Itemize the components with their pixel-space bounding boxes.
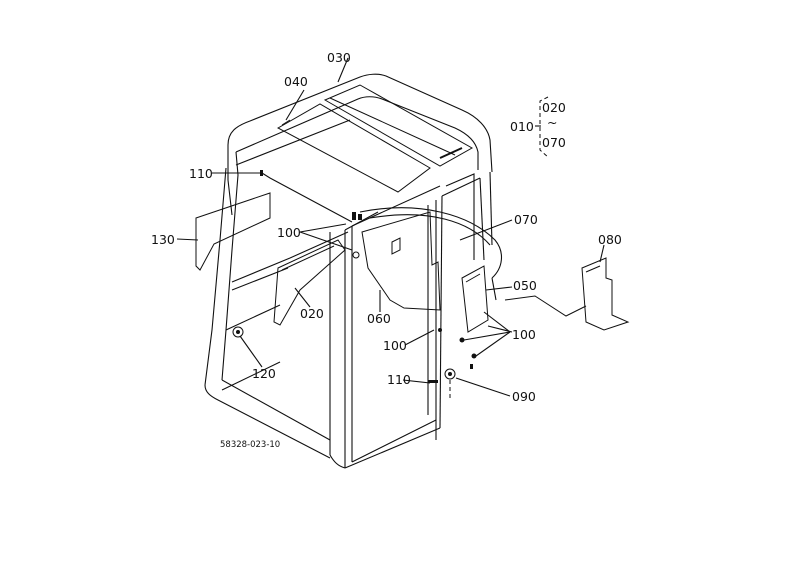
part-080-bracket (504, 257, 630, 331)
part-020-left-panel (273, 239, 346, 326)
part-040-roof-panel (276, 103, 431, 193)
label-120: 120 (252, 366, 276, 381)
drawing-number: 58328-023-10 (220, 440, 280, 450)
label-110-top: 110 (189, 166, 213, 181)
label-tilde: ~ (547, 115, 557, 130)
label-090: 090 (512, 389, 536, 404)
label-040: 040 (284, 74, 308, 89)
label-070-group: 070 (542, 135, 566, 150)
part-030-roof-strip (323, 84, 474, 167)
cab-frame (204, 73, 502, 469)
label-080: 080 (598, 232, 622, 247)
label-130: 130 (151, 232, 175, 247)
part-labels: 030 040 010 020 ~ 070 110 070 100 130 08… (151, 50, 622, 450)
label-060: 060 (367, 311, 391, 326)
label-070: 070 (514, 212, 538, 227)
label-110-bottom: 110 (387, 372, 411, 387)
label-100-mid: 100 (383, 338, 407, 353)
part-060-door-panel (361, 211, 441, 311)
label-020-group: 020 (542, 100, 566, 115)
label-030: 030 (327, 50, 351, 65)
label-010: 010 (510, 119, 534, 134)
leader-lines (176, 57, 605, 397)
label-100-right: 100 (512, 327, 536, 342)
part-050-small-plate (461, 265, 489, 333)
label-100-left: 100 (277, 225, 301, 240)
part-130-side-plate (195, 192, 271, 271)
label-050: 050 (513, 278, 537, 293)
label-020: 020 (300, 306, 324, 321)
